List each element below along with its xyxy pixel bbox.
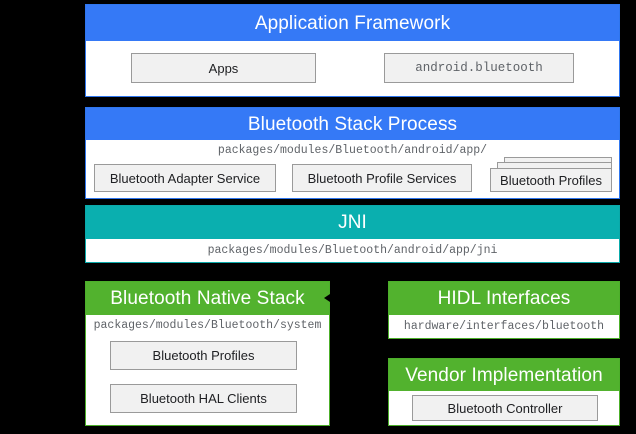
box-bluetooth-profiles[interactable]: Bluetooth Profiles <box>110 341 297 370</box>
layer-bluetooth-native-stack: Bluetooth Native Stack packages/modules/… <box>85 281 330 426</box>
layer-body-bluetooth-stack-process: Bluetooth Adapter Service Bluetooth Prof… <box>86 157 619 198</box>
layer-body-vendor-implementation: Bluetooth Controller <box>389 391 619 425</box>
box-apps[interactable]: Apps <box>131 53 316 83</box>
arrow-head-to-hidl <box>382 294 388 302</box>
layer-path-hidl-interfaces: hardware/interfaces/bluetooth <box>389 315 619 338</box>
layer-header-vendor-implementation: Vendor Implementation <box>389 359 619 391</box>
box-bluetooth-profile-services[interactable]: Bluetooth Profile Services <box>292 164 472 192</box>
box-android-bluetooth[interactable]: android.bluetooth <box>384 53 574 83</box>
layer-header-jni: JNI <box>86 206 619 239</box>
layer-path-bluetooth-native-stack: packages/modules/Bluetooth/system <box>86 315 329 336</box>
layer-path-bluetooth-stack-process: packages/modules/Bluetooth/android/app/ <box>86 140 619 162</box>
stack-card-front[interactable]: Bluetooth Profiles <box>490 168 612 192</box>
layer-header-bluetooth-native-stack: Bluetooth Native Stack <box>86 282 329 315</box>
box-bluetooth-controller[interactable]: Bluetooth Controller <box>412 395 598 421</box>
layer-jni: JNI packages/modules/Bluetooth/android/a… <box>85 205 620 263</box>
box-bluetooth-adapter-service[interactable]: Bluetooth Adapter Service <box>94 164 276 192</box>
layer-header-bluetooth-stack-process: Bluetooth Stack Process <box>86 108 619 140</box>
layer-body-bluetooth-native-stack: Bluetooth Profiles Bluetooth HAL Clients <box>86 336 329 425</box>
box-bluetooth-hal-clients[interactable]: Bluetooth HAL Clients <box>110 384 297 413</box>
layer-vendor-implementation: Vendor Implementation Bluetooth Controll… <box>388 358 620 426</box>
layer-bluetooth-stack-process: Bluetooth Stack Process packages/modules… <box>85 107 620 199</box>
box-stack-bluetooth-profiles[interactable]: Bluetooth Profiles <box>490 157 614 197</box>
layer-path-jni: packages/modules/Bluetooth/android/app/j… <box>86 239 619 262</box>
layer-header-application-framework: Application Framework <box>86 5 619 41</box>
layer-application-framework: Application Framework Apps android.bluet… <box>85 4 620 97</box>
layer-header-hidl-interfaces: HIDL Interfaces <box>389 282 619 315</box>
arrow-head-to-native-stack <box>324 294 330 302</box>
layer-body-application-framework: Apps android.bluetooth <box>86 41 619 96</box>
connector-native-stack-to-hidl <box>330 297 388 299</box>
layer-hidl-interfaces: HIDL Interfaces hardware/interfaces/blue… <box>388 281 620 339</box>
